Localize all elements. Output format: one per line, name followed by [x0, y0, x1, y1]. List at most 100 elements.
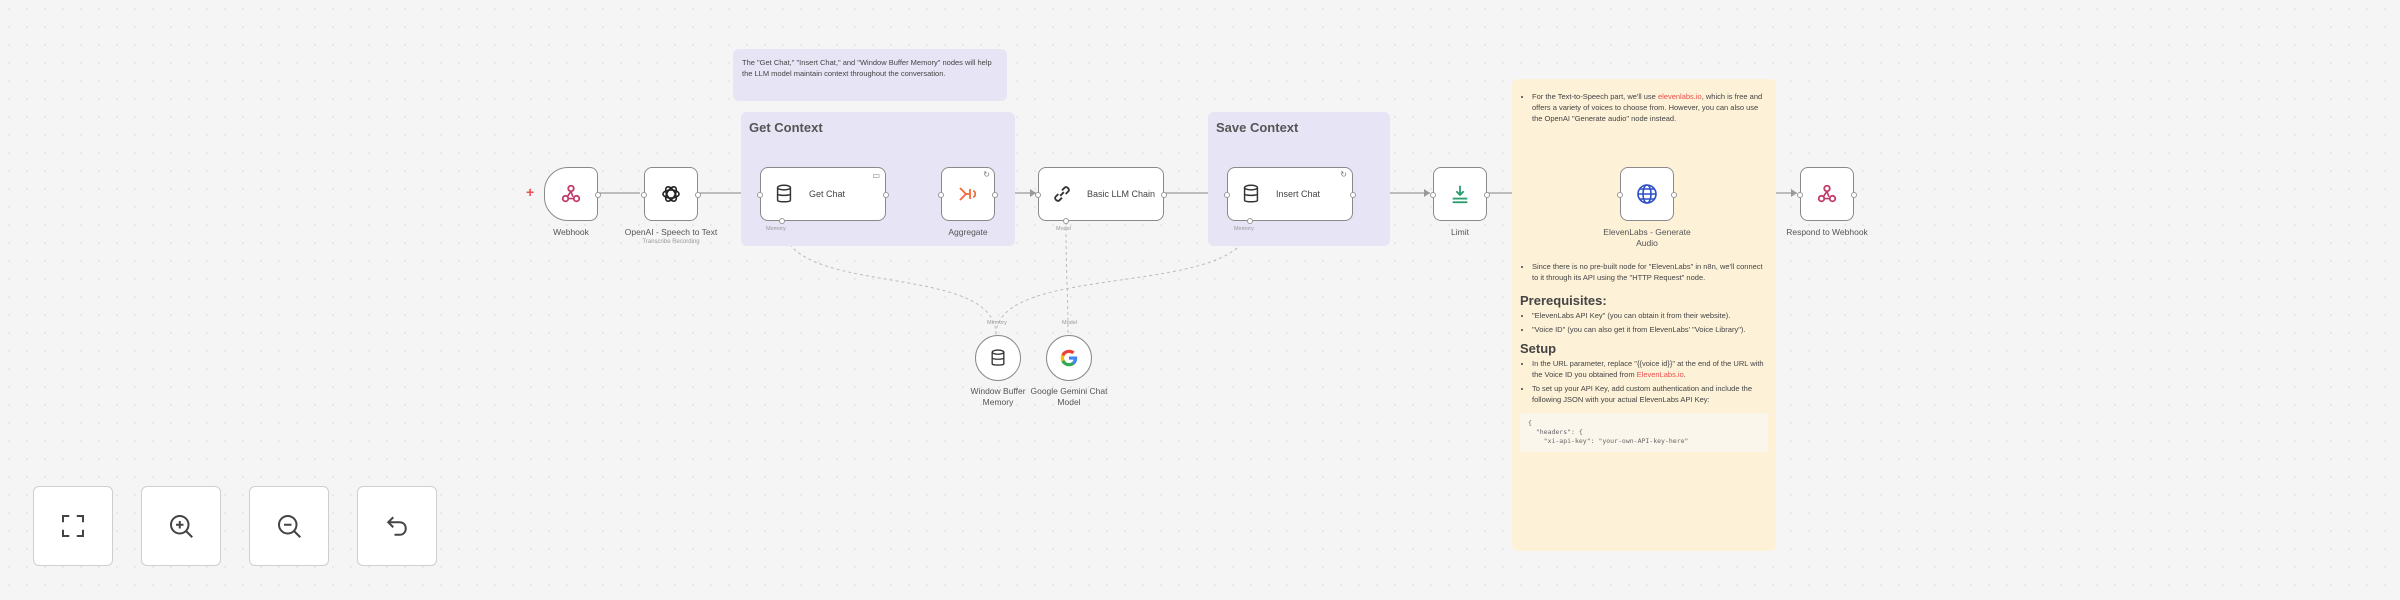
input-port[interactable] [1035, 192, 1041, 198]
link-icon [1054, 186, 1070, 202]
prereq-heading: Prerequisites: [1520, 293, 1607, 308]
model-port[interactable] [1063, 218, 1069, 224]
openai-icon [662, 185, 680, 203]
aggregate-icon [959, 187, 977, 201]
output-port[interactable] [1671, 192, 1677, 198]
node-aggregate[interactable]: ↻ [938, 167, 998, 221]
output-port[interactable] [595, 192, 601, 198]
google-icon [1060, 349, 1078, 367]
zoom-out-icon [278, 515, 301, 538]
database-icon [776, 184, 792, 203]
fit-view-icon [62, 515, 84, 537]
node-basic-llm-chain-label: Basic LLM Chain [1087, 189, 1156, 199]
code-block: { "headers": { "xi-api-key": "your-own-A… [1520, 413, 1768, 452]
trigger-marker-icon: + [526, 184, 535, 200]
note-bullet-tts-text: For the Text-to-Speech part, we'll use [1532, 92, 1658, 101]
input-port[interactable] [1430, 192, 1436, 198]
node-window-buffer-label-line1: Window Buffer [970, 386, 1026, 396]
node-limit[interactable] [1430, 167, 1490, 221]
input-port[interactable] [1797, 192, 1803, 198]
memory-port[interactable] [779, 218, 785, 224]
node-gemini-label-line2: Model [1057, 397, 1081, 407]
node-respond-label: Respond to Webhook [1786, 227, 1868, 237]
elevenlabs-link[interactable]: elevenlabs.io [1657, 92, 1702, 101]
node-openai-speech-to-text[interactable] [641, 167, 701, 221]
node-openai-sublabel: Transcribe Recording [642, 239, 700, 245]
memory-port-label: Memory [766, 226, 786, 232]
undo-button[interactable] [357, 486, 437, 566]
note-bullet-tts: For the Text-to-Speech part, we'll use e… [1532, 91, 1768, 124]
zoom-in-button[interactable] [141, 486, 221, 566]
memory-port[interactable] [1247, 218, 1253, 224]
database-icon [991, 349, 1005, 366]
code-line-1: { [1528, 419, 1532, 427]
zoom-out-button[interactable] [249, 486, 329, 566]
input-port[interactable] [1224, 192, 1230, 198]
memory-port-label: Memory [1234, 226, 1254, 232]
node-settings-icon: ▭ [872, 171, 880, 180]
node-gemini-label-line1: Google Gemini Chat [1030, 386, 1108, 396]
code-line-2: "headers": { [1528, 428, 1583, 436]
node-elevenlabs-label-line2: Audio [1636, 238, 1658, 248]
sticky-get-context-title: Get Context [749, 120, 823, 135]
node-get-chat-label: Get Chat [809, 189, 846, 199]
output-port[interactable] [992, 192, 998, 198]
node-respond-to-webhook[interactable] [1797, 167, 1857, 221]
node-elevenlabs-label-line1: ElevenLabs - Generate [1603, 227, 1691, 237]
undo-icon [386, 516, 407, 536]
node-elevenlabs-label: ElevenLabs - Generate Audio [1603, 227, 1690, 249]
node-refresh-icon: ↻ [1340, 170, 1347, 179]
webhook-icon [561, 184, 581, 203]
database-icon [1243, 184, 1259, 203]
input-port[interactable] [757, 192, 763, 198]
input-port[interactable] [1617, 192, 1623, 198]
sticky-note-intro-text: The "Get Chat," "Insert Chat," and "Wind… [742, 58, 992, 78]
input-port[interactable] [641, 192, 647, 198]
elevenlabs-io-link[interactable]: ElevenLabs.io [1636, 370, 1684, 379]
limit-icon [1452, 185, 1468, 204]
node-refresh-icon: ↻ [983, 170, 990, 179]
output-port[interactable] [883, 192, 889, 198]
output-port[interactable] [1484, 192, 1490, 198]
output-port[interactable] [1851, 192, 1857, 198]
output-port[interactable] [695, 192, 701, 198]
node-openai-label: OpenAI - Speech to Text [624, 227, 718, 237]
input-port[interactable] [938, 192, 944, 198]
node-insert-chat[interactable]: Insert Chat ↻ [1224, 167, 1356, 221]
output-port[interactable] [1350, 192, 1356, 198]
node-get-chat[interactable]: Get Chat ▭ [757, 167, 889, 221]
sticky-note-elevenlabs-content: For the Text-to-Speech part, we'll use e… [1520, 85, 1768, 452]
webhook-icon [1817, 184, 1837, 203]
node-insert-chat-label: Insert Chat [1276, 189, 1321, 199]
gemini-port-label: Model [1062, 320, 1077, 326]
node-webhook-label: Webhook [553, 227, 589, 237]
setup-item-url-text-end: . [1683, 370, 1686, 379]
node-window-buffer-label-line2: Memory [982, 397, 1014, 407]
setup-item-api-key: To set up your API Key, add custom authe… [1532, 383, 1768, 405]
model-port-label: Model [1056, 226, 1071, 232]
note-bullet-http: Since there is no pre-built node for "El… [1532, 261, 1768, 283]
prereq-item-voice-id: "Voice ID" (you can also get it from Ele… [1532, 324, 1768, 335]
sticky-note-intro[interactable]: The "Get Chat," "Insert Chat," and "Wind… [733, 49, 1007, 101]
setup-item-url: In the URL parameter, replace "{{voice i… [1532, 358, 1768, 380]
node-limit-label: Limit [1451, 227, 1469, 237]
output-port[interactable] [1161, 192, 1167, 198]
node-google-gemini-chat-model[interactable] [1046, 335, 1092, 381]
node-window-buffer-label: Window Buffer Memory [970, 386, 1025, 408]
globe-icon [1637, 184, 1657, 204]
zoom-in-icon [170, 515, 193, 538]
note-bullet-tts-text-end: , which is free and offers a variety of … [1532, 92, 1763, 123]
node-window-buffer-memory[interactable] [975, 335, 1021, 381]
node-elevenlabs-generate-audio[interactable] [1617, 167, 1677, 221]
sticky-note-elevenlabs[interactable]: For the Text-to-Speech part, we'll use e… [1512, 79, 1776, 551]
window-buffer-memory-port-label: Memory [987, 320, 1007, 326]
setup-heading: Setup [1520, 341, 1557, 356]
node-basic-llm-chain[interactable]: Basic LLM Chain [1035, 167, 1167, 221]
fit-view-button[interactable] [33, 486, 113, 566]
prereq-item-api-key: "ElevenLabs API Key" (you can obtain it … [1532, 310, 1768, 321]
setup-item-url-text: In the URL parameter, replace "{{voice i… [1532, 359, 1764, 379]
node-aggregate-label: Aggregate [948, 227, 988, 237]
code-line-3: "xi-api-key": "your-own-API-key-here" [1528, 437, 1689, 445]
node-webhook[interactable] [544, 167, 601, 221]
node-gemini-label: Google Gemini Chat Model [1030, 386, 1107, 408]
